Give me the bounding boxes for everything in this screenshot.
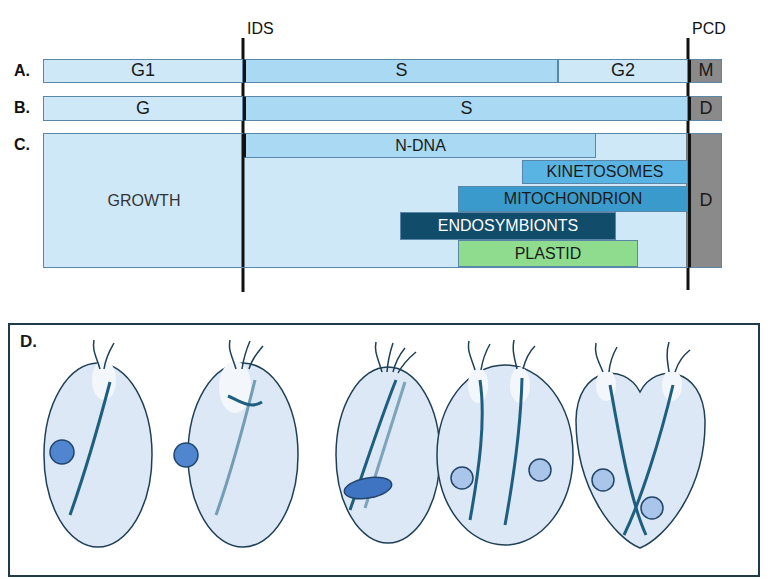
panel-letter: D.	[20, 333, 37, 352]
bar-label: G1	[131, 61, 155, 81]
bar-label: S	[460, 99, 472, 119]
phase-bar: G2	[558, 59, 688, 83]
replication-bar: MITOCHONDRION	[458, 186, 688, 212]
phase-bar: M	[688, 59, 722, 83]
cell	[336, 367, 440, 543]
cells	[44, 340, 705, 548]
phase-bar: S	[243, 59, 558, 83]
mitochondrion	[610, 385, 646, 535]
mitochondrion	[505, 378, 522, 525]
bar-label: M	[699, 61, 714, 81]
nucleus	[50, 440, 74, 464]
kinetosome-area	[468, 367, 488, 403]
flagella	[468, 340, 535, 370]
flagella	[93, 340, 114, 369]
bar-label: G	[136, 99, 150, 119]
band-fill	[43, 133, 688, 268]
flagella	[229, 340, 263, 369]
mitochondrion	[470, 380, 482, 520]
bar-label: MITOCHONDRION	[504, 190, 642, 208]
phase-bar: D	[688, 133, 722, 268]
cell	[437, 365, 573, 545]
mitochondrion	[228, 396, 262, 405]
bar-label: N-DNA	[395, 137, 446, 155]
bar-label: ENDOSYMBIONTS	[438, 217, 578, 235]
row-letter: A.	[14, 62, 30, 80]
mitochondrion	[624, 385, 673, 535]
bar-label: GROWTH	[44, 192, 244, 210]
row-letter: C.	[14, 136, 30, 154]
bar-label: G2	[611, 61, 635, 81]
replication-bar: KINETOSOMES	[522, 160, 688, 184]
bar-label: D	[700, 99, 713, 119]
phase-bar: G	[43, 96, 243, 121]
flagella	[375, 342, 416, 373]
phase-bar: D	[688, 96, 722, 121]
phase-bar: S	[243, 96, 688, 121]
panel: D.	[8, 323, 760, 577]
nucleus	[451, 467, 473, 489]
phase-bar: G1	[43, 59, 243, 83]
replication-bar: ENDOSYMBIONTS	[400, 212, 616, 240]
growth-band: GROWTH N-DNA KINETOSOMES MITOCHONDRION ENDOS…	[43, 133, 688, 268]
flagella	[595, 342, 690, 372]
replication-bar: PLASTID	[458, 240, 638, 267]
replication-bar: N-DNA	[243, 133, 596, 158]
nucleus	[529, 459, 551, 481]
phase-marker: IDS	[247, 20, 274, 38]
bar-label: S	[395, 61, 407, 81]
nucleus	[174, 443, 198, 467]
nucleus	[592, 469, 614, 491]
cell	[576, 373, 705, 548]
row-letter: B.	[14, 99, 30, 117]
bar-label: D	[700, 191, 713, 211]
mitochondrion	[70, 382, 110, 515]
nucleus	[343, 474, 394, 502]
nucleus	[641, 497, 663, 519]
bar-label: KINETOSOMES	[546, 163, 663, 181]
bar-label: PLASTID	[515, 245, 582, 263]
phase-marker: PCD	[692, 20, 726, 38]
